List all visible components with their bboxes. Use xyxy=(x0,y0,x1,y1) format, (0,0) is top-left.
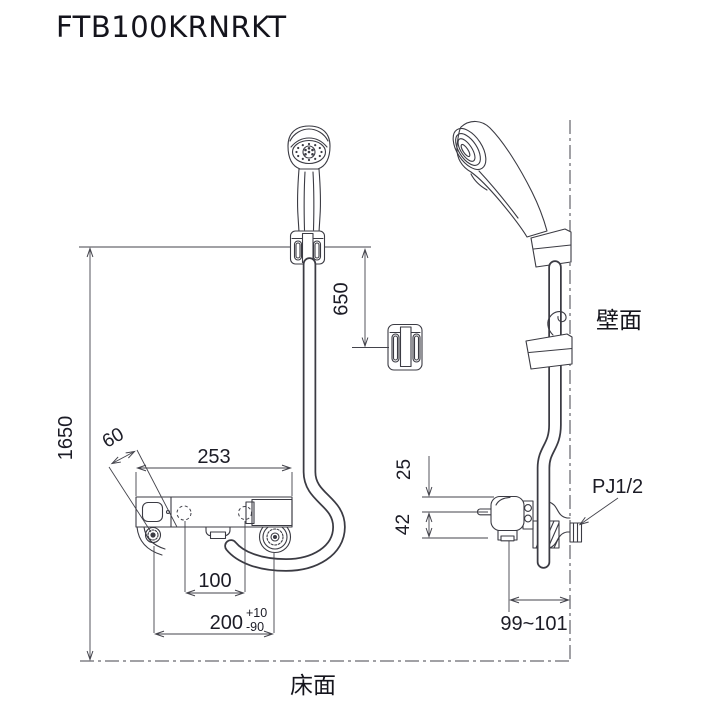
thread-callout: PJ1/2 xyxy=(578,476,643,526)
dim-label-42: 42 xyxy=(393,514,414,535)
shower-head-side xyxy=(452,120,548,238)
wall-hook-side xyxy=(547,310,567,336)
dim-label-200-tol-plus: +10 xyxy=(246,606,267,620)
dim-label-200: 200 xyxy=(210,612,243,634)
spray-center xyxy=(304,147,314,156)
knob-side xyxy=(490,495,525,532)
dim-label-1650: 1650 xyxy=(55,416,77,461)
faucet-front xyxy=(135,496,293,556)
low-hanger-front xyxy=(387,323,423,371)
top-hanger-front xyxy=(289,230,326,265)
floor-label: 床面 xyxy=(290,672,336,698)
dim-top-offset: 25 42 xyxy=(393,456,494,539)
dim-inlet-pitch: 100 xyxy=(184,521,246,597)
dim-body-width: 253 xyxy=(135,446,293,496)
dim-label-650: 650 xyxy=(331,282,353,315)
front-view xyxy=(135,125,423,572)
dim-wall-distance: 99~101 xyxy=(500,541,571,635)
faucet-side-front xyxy=(476,495,534,542)
side-view xyxy=(452,120,583,569)
dim-label-25: 25 xyxy=(394,459,415,480)
top-hanger-side xyxy=(530,228,572,268)
dimensions: 1650 650 60 253 100 xyxy=(55,246,643,662)
dim-hanger-drop: 650 xyxy=(331,247,389,348)
hose-outlet-front xyxy=(205,526,231,540)
dim-label-100: 100 xyxy=(198,570,231,592)
wall-label: 壁面 xyxy=(596,307,642,333)
thread-spec-label: PJ1/2 xyxy=(592,476,643,498)
dim-label-200-tol-minus: -90 xyxy=(246,620,264,634)
shower-hose-front xyxy=(224,257,346,572)
model-number-title: FTB100KRNRKT xyxy=(56,10,287,44)
spray-holes xyxy=(295,142,323,162)
shower-head-front xyxy=(287,125,331,233)
dim-leg-pitch: 200 +10 -90 xyxy=(153,546,275,638)
shower-hose-side xyxy=(536,260,562,569)
low-hanger-side xyxy=(525,333,573,370)
dim-label-99-101: 99~101 xyxy=(500,613,567,635)
wall-thread-fitting xyxy=(569,522,583,543)
dim-label-253: 253 xyxy=(197,446,230,468)
dim-label-60: 60 xyxy=(99,424,128,453)
dim-total-height: 1650 xyxy=(55,246,94,662)
